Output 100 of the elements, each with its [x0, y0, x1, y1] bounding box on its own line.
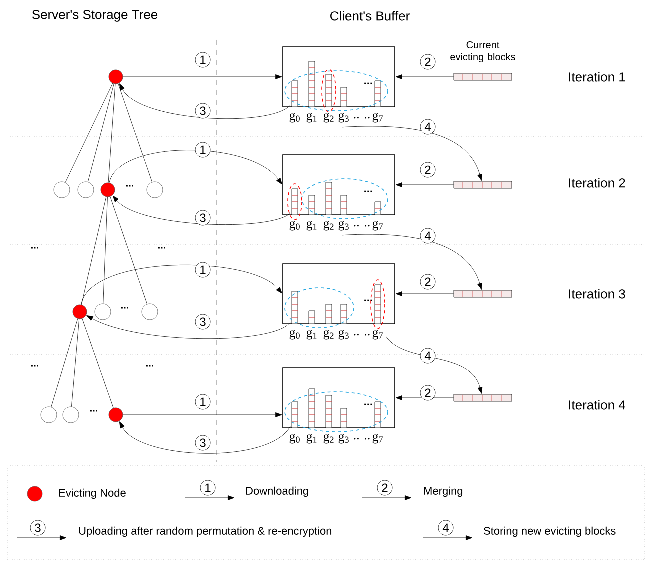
- step-number: 2: [420, 274, 436, 290]
- tree-line: [81, 196, 107, 306]
- bar-label: g$_{7}$: [372, 434, 383, 444]
- bar-label: g$_{1}$: [306, 221, 317, 231]
- arrow: [342, 126, 482, 181]
- step-number: 4: [420, 228, 436, 244]
- step-number: 1: [200, 480, 216, 496]
- tree-line: [72, 318, 80, 408]
- bar-label: .. ..: [354, 334, 370, 336]
- arrow: [342, 234, 482, 290]
- legend-text: Evicting Node: [59, 488, 126, 500]
- bar-label: .. ..: [354, 438, 370, 440]
- tree-node: [142, 304, 158, 320]
- tree-node: [40, 406, 58, 424]
- tree-line: [103, 197, 108, 304]
- ellipsis: ...: [90, 410, 98, 412]
- step-number: 1: [195, 52, 211, 68]
- step-number: 1: [195, 262, 211, 278]
- step-number: 2: [420, 162, 436, 178]
- column-title: Client's Buffer: [330, 11, 410, 21]
- bar-label: g$_{1}$: [306, 113, 317, 123]
- evicting-blocks-strip: [454, 181, 512, 189]
- arrow: [396, 396, 454, 400]
- ellipsis: ...: [32, 365, 38, 367]
- evicting-node: [100, 182, 116, 198]
- step-number: 2: [377, 480, 393, 496]
- node-label: Current evicting blocks: [450, 41, 516, 63]
- bar-label: g$_{2}$: [324, 113, 334, 123]
- bar-label: .. ..: [354, 117, 370, 119]
- arrow: [109, 150, 282, 185]
- evicting-blocks-strip: [454, 394, 512, 402]
- tree-line: [51, 318, 78, 408]
- bar-label: g$_{7}$: [372, 330, 383, 340]
- bar-label: g$_{1}$: [306, 434, 317, 444]
- tree-node: [54, 182, 70, 198]
- legend-text: Downloading: [246, 486, 308, 498]
- iteration-label: Iteration 4: [569, 400, 626, 410]
- buffer-box: ... g$_{0}$ g$_{1}$ g$_{2}$ g$_{3}$ .. .. g$_{7}$: [282, 264, 396, 340]
- buffer-box: ... g$_{0}$ g$_{1}$ g$_{2}$ g$_{3}$ .. .. g$_{7}$: [282, 368, 396, 444]
- tree-line: [108, 84, 116, 184]
- bar-label: g$_{3}$: [338, 330, 349, 340]
- bar-label: g$_{3}$: [338, 221, 349, 231]
- bar-label: g$_{1}$: [306, 330, 317, 340]
- evicting-blocks-strip: [454, 290, 512, 298]
- evicting-node: [108, 408, 124, 422]
- tree-line: [82, 318, 114, 408]
- ellipsis: ...: [32, 247, 38, 249]
- evicting-blocks-strip: [454, 73, 512, 81]
- ellipsis: ...: [122, 307, 128, 309]
- step-number: 2: [420, 385, 436, 401]
- arrow: [123, 74, 282, 80]
- bar-label: g$_{3}$: [338, 434, 349, 444]
- step-number: 4: [420, 348, 436, 364]
- bar-label: g$_{0}$: [290, 434, 300, 444]
- tree-node: [62, 406, 80, 424]
- bar-label: g$_{0}$: [290, 330, 300, 340]
- arrow: [123, 412, 282, 418]
- arrow: [396, 292, 454, 296]
- tree-node: [94, 304, 112, 320]
- bar-label: .. ..: [354, 225, 370, 227]
- arrow: [119, 84, 291, 120]
- tree-line: [110, 196, 148, 304]
- bar-label: g$_{0}$: [290, 221, 300, 231]
- arrow: [386, 336, 483, 394]
- ellipsis: ...: [126, 185, 134, 187]
- legend-text: Storing new evicting blocks: [484, 526, 616, 538]
- bar-label: g$_{2}$: [324, 221, 334, 231]
- arrow: [81, 265, 282, 306]
- legend-text: Uploading after random permutation & re-encryption: [79, 526, 332, 538]
- bar-label: g$_{2}$: [324, 434, 334, 444]
- evicting-node: [72, 304, 88, 320]
- arrow: [119, 422, 291, 454]
- bar-label: g$_{0}$: [290, 113, 300, 123]
- arrow: [86, 316, 291, 340]
- step-number: 4: [420, 119, 436, 135]
- tree-node: [146, 182, 164, 198]
- tree-line: [65, 83, 114, 183]
- arrow: [396, 74, 454, 80]
- buffer-box: ... g$_{0}$ g$_{1}$ g$_{2}$ g$_{3}$ .. .. g$_{7}$: [282, 46, 396, 123]
- step-number: 4: [438, 520, 454, 536]
- step-number: 3: [195, 314, 211, 330]
- bar-label: g$_{7}$: [372, 113, 383, 123]
- step-number: 3: [195, 435, 211, 451]
- legend-text: Merging: [424, 486, 463, 498]
- step-number: 1: [195, 142, 211, 158]
- step-number: 3: [30, 520, 46, 536]
- column-title: Server's Storage Tree: [32, 10, 158, 22]
- iteration-label: Iteration 2: [569, 178, 626, 188]
- step-number: 3: [195, 210, 211, 226]
- ellipsis: ...: [146, 365, 154, 367]
- iteration-label: Iteration 1: [569, 72, 626, 82]
- iteration-label: Iteration 3: [569, 289, 626, 299]
- arrow: [112, 196, 291, 226]
- tree-line: [118, 84, 153, 182]
- buffer-box: ... g$_{0}$ g$_{1}$ g$_{2}$ g$_{3}$ .. .. g$_{7}$: [282, 154, 396, 231]
- bar-label: g$_{7}$: [372, 221, 383, 231]
- arrow: [396, 182, 454, 188]
- bar-label: g$_{3}$: [338, 113, 349, 123]
- step-number: 2: [420, 54, 436, 70]
- ellipsis: ...: [158, 247, 166, 249]
